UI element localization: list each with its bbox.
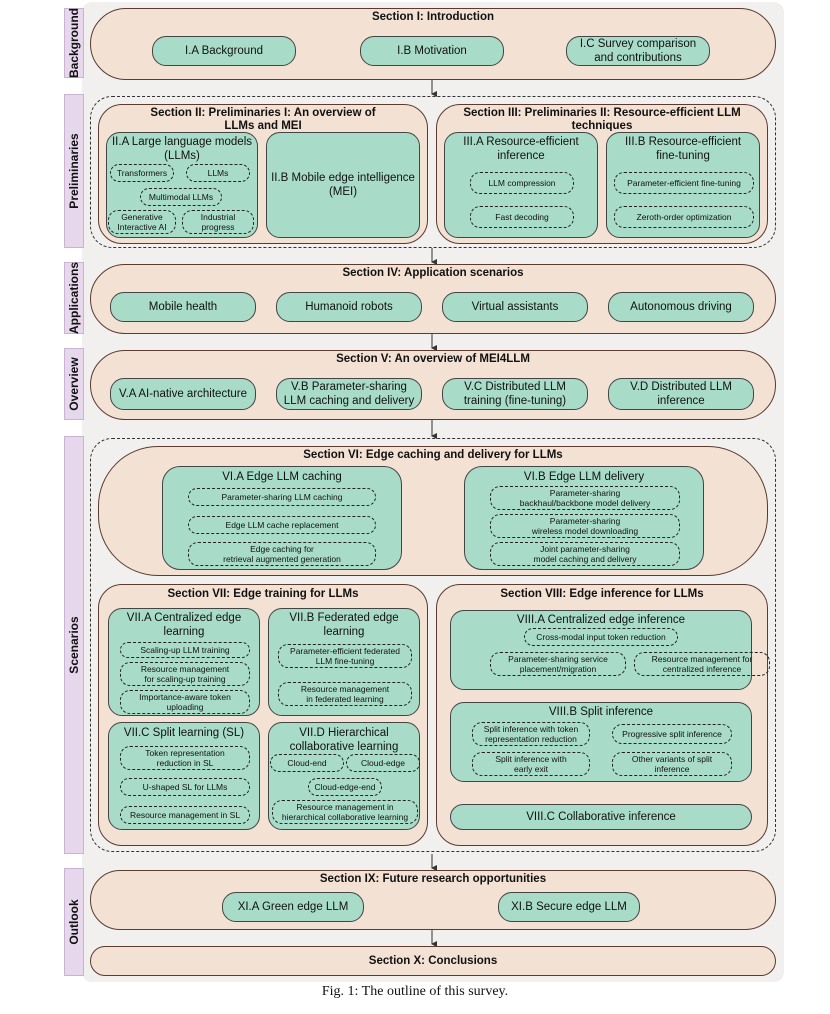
chip-llm-compression: LLM compression (470, 172, 574, 194)
section-title: Section VI: Edge caching and delivery fo… (303, 449, 563, 461)
box-title: VII.B Federated edge learning (289, 612, 399, 638)
chip-peft-federated: Parameter-efficient federated LLM fine-t… (278, 644, 412, 668)
section-title: Section V: An overview of MEI4LLM (336, 353, 530, 365)
box-edge-llm-delivery: VI.B Edge LLM delivery (464, 466, 704, 570)
chip-split-token-reduction: Split inference with token representatio… (472, 722, 590, 746)
box-collaborative-inference: VIII.C Collaborative inference (450, 804, 752, 830)
box-hierarchical-learning: VII.D Hierarchical collaborative learnin… (268, 722, 420, 830)
box-title: III.B Resource-efficient fine-tuning (624, 136, 742, 162)
sidebar-outlook: Outlook (64, 868, 84, 976)
box-distributed-inference: V.D Distributed LLM inference (608, 378, 754, 410)
chip-joint-caching-delivery: Joint parameter-sharing model caching an… (490, 542, 680, 566)
box-title: VII.D Hierarchical collaborative learnin… (289, 727, 399, 753)
section-title: Section VIII: Edge inference for LLMs (500, 588, 704, 600)
box-edge-llm-caching: VI.A Edge LLM caching (162, 466, 402, 570)
section-title: Section III: Preliminaries II: Resource-… (463, 107, 741, 131)
chip-resource-management-inference: Resource management for centralized infe… (634, 652, 770, 676)
chip-resource-management-training: Resource management for scaling-up train… (120, 662, 250, 686)
sidebar-applications: Applications (64, 262, 84, 334)
box-split-inference: VIII.B Split inference (450, 702, 752, 782)
box-title: III.A Resource-efficient inference (463, 136, 579, 162)
chip-cloud-edge-end: Cloud-edge-end (308, 778, 382, 796)
chip-backhaul-delivery: Parameter-sharing backhaul/backbone mode… (490, 486, 680, 510)
box-green-edge-llm: XI.A Green edge LLM (222, 892, 364, 922)
box-secure-edge-llm: XI.B Secure edge LLM (498, 892, 640, 922)
sidebar-preliminaries: Preliminaries (64, 94, 84, 248)
chip-peft: Parameter-efficient fine-tuning (614, 172, 754, 194)
section-title: Section II: Preliminaries I: An overview… (150, 107, 376, 131)
box-background: I.A Background (152, 36, 296, 66)
chip-fast-decoding: Fast decoding (470, 206, 574, 228)
chip-transformers: Transformers (110, 164, 174, 182)
chip-generative-ai: Generative Interactive AI (108, 210, 176, 234)
box-mobile-health: Mobile health (110, 292, 256, 322)
chip-cache-replacement: Edge LLM cache replacement (188, 516, 376, 534)
box-virtual-assistants: Virtual assistants (442, 292, 588, 322)
chip-scaling-up-training: Scaling-up LLM training (120, 642, 250, 658)
section-conclusions: Section X: Conclusions (90, 946, 776, 976)
box-autonomous-driving: Autonomous driving (608, 292, 754, 322)
chip-wireless-downloading: Parameter-sharing wireless model downloa… (490, 514, 680, 538)
sidebar-background: Background (64, 8, 84, 78)
section-title: Section IV: Application scenarios (342, 267, 524, 279)
sidebar-scenarios: Scenarios (64, 436, 84, 854)
section-future-research: Section IX: Future research opportunitie… (90, 870, 776, 930)
chip-resource-management-sl: Resource management in SL (120, 806, 250, 824)
chip-rag-caching: Edge caching for retrieval augmented gen… (188, 542, 376, 566)
box-title: VII.A Centralized edge learning (126, 612, 242, 638)
chip-progressive-split: Progressive split inference (612, 724, 732, 744)
box-humanoid-robots: Humanoid robots (276, 292, 422, 322)
section-title: Section VII: Edge training for LLMs (167, 588, 359, 600)
section-title: Section X: Conclusions (368, 955, 498, 967)
section-title: Section I: Introduction (371, 11, 495, 23)
chip-industrial-progress: Industrial progress (182, 210, 254, 234)
box-title: VIII.B Split inference (548, 706, 654, 718)
box-title: VI.A Edge LLM caching (222, 471, 342, 483)
chip-cross-modal-token-reduction: Cross-modal input token reduction (524, 628, 678, 646)
box-distributed-training: V.C Distributed LLM training (fine-tunin… (442, 378, 588, 410)
box-federated-edge-learning: VII.B Federated edge learning (268, 608, 420, 716)
box-survey-comparison: I.C Survey comparison and contributions (566, 36, 710, 66)
section-title: Section IX: Future research opportunitie… (319, 873, 547, 885)
box-title: VII.C Split learning (SL) (123, 727, 245, 739)
sidebar-overview: Overview (64, 348, 84, 420)
box-title: VI.B Edge LLM delivery (523, 471, 645, 483)
chip-cloud-end: Cloud-end (270, 754, 344, 772)
box-split-learning: VII.C Split learning (SL) (108, 722, 260, 830)
scenarios-group (90, 438, 776, 852)
box-parameter-sharing-caching: V.B Parameter-sharing LLM caching and de… (276, 378, 422, 410)
chip-other-split-variants: Other variants of split inference (612, 752, 732, 776)
chip-token-reduction-sl: Token representation reduction in SL (120, 746, 250, 770)
chip-cloud-edge: Cloud-edge (346, 754, 420, 772)
figure-caption: Fig. 1: The outline of this survey. (321, 984, 509, 999)
box-title: II.A Large language models (LLMs) (111, 136, 253, 162)
box-mei: II.B Mobile edge intelligence (MEI) (266, 132, 420, 238)
chip-multimodal-llms: Multimodal LLMs (140, 188, 222, 206)
chip-zeroth-order: Zeroth-order optimization (614, 206, 754, 228)
chip-llms: LLMs (186, 164, 250, 182)
chip-u-shaped-sl: U-shaped SL for LLMs (120, 778, 250, 796)
chip-param-sharing-caching: Parameter-sharing LLM caching (188, 488, 376, 506)
chip-service-placement-migration: Parameter-sharing service placement/migr… (490, 652, 626, 676)
chip-split-early-exit: Split inference with early exit (472, 752, 590, 776)
preliminaries-group (90, 96, 776, 248)
chip-resource-management-hierarchical: Resource management in hierarchical coll… (272, 800, 418, 824)
box-ai-native-architecture: V.A AI-native architecture (110, 378, 256, 410)
chip-importance-aware-token: Importance-aware token uploading (120, 690, 250, 714)
box-title: VIII.A Centralized edge inference (516, 614, 686, 626)
box-resource-efficient-finetuning: III.B Resource-efficient fine-tuning (606, 132, 760, 238)
box-motivation: I.B Motivation (360, 36, 504, 66)
chip-resource-management-federated: Resource management in federated learnin… (278, 682, 412, 706)
box-centralized-edge-inference: VIII.A Centralized edge inference (450, 610, 752, 690)
